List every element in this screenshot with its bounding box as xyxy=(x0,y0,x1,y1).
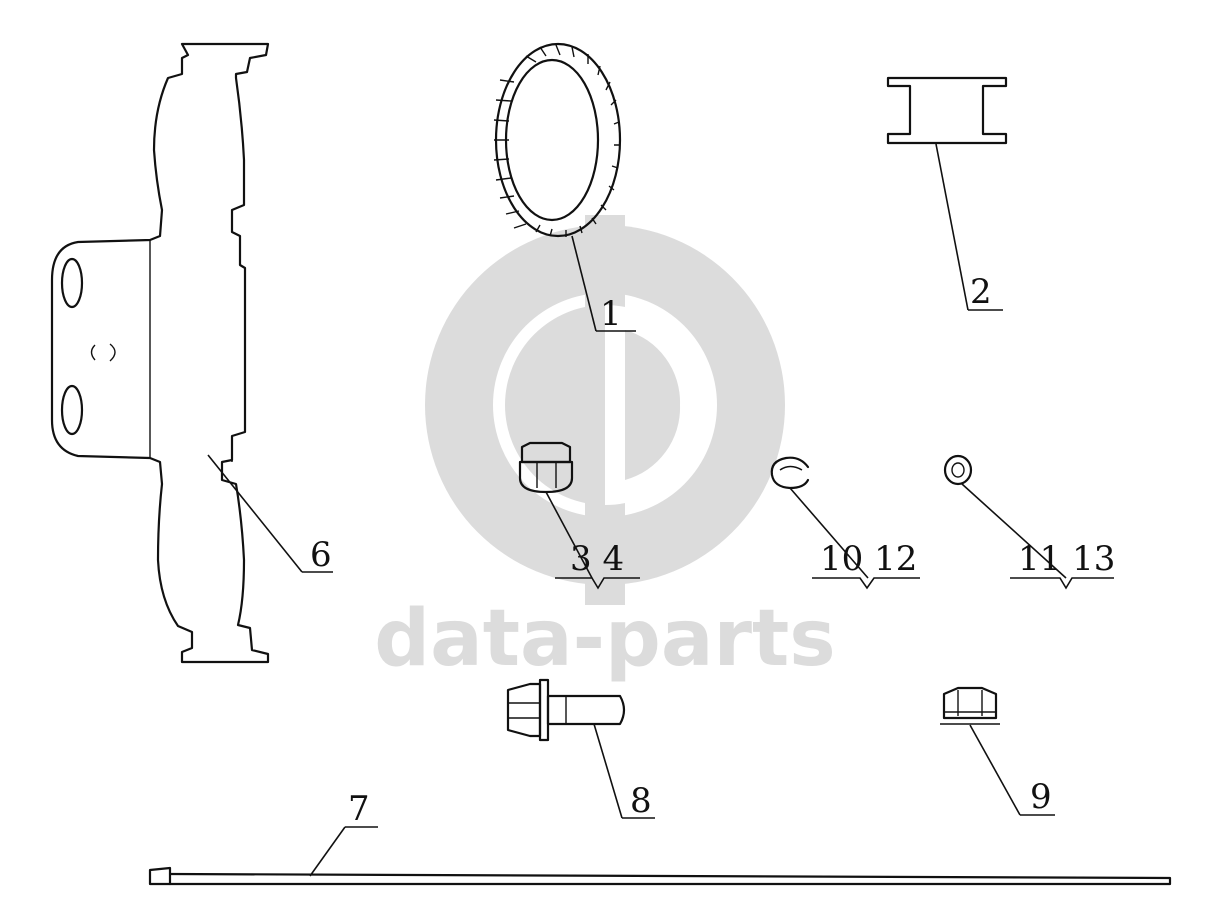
bracket-plate-icon xyxy=(50,42,270,664)
callout-10-12: 10 12 xyxy=(820,539,917,579)
cable-tie-icon: 7 xyxy=(148,789,1172,886)
spacer-sleeve-icon: 2 xyxy=(886,76,1008,312)
callout-11-13: 11 13 xyxy=(1018,539,1115,579)
tone-ring-icon: 1 xyxy=(493,42,636,334)
callout-2: 2 xyxy=(970,272,992,312)
watermark-text: data-parts xyxy=(374,594,835,684)
washer-icon: 11 13 xyxy=(943,454,1115,590)
callout-1: 1 xyxy=(600,294,622,334)
dp-logo-icon xyxy=(425,215,785,605)
callout-9: 9 xyxy=(1030,777,1052,817)
flange-nut-icon: 3 4 xyxy=(518,441,640,590)
hex-nut-icon: 9 xyxy=(940,686,1055,817)
callout-6-group: 6 xyxy=(207,454,333,575)
callout-6: 6 xyxy=(310,535,332,575)
callout-3-4: 3 4 xyxy=(570,539,624,579)
callout-8: 8 xyxy=(630,781,652,821)
spring-clip-icon: 10 12 xyxy=(770,456,920,590)
flange-bolt-icon: 8 xyxy=(506,678,655,821)
watermark: data-parts xyxy=(374,215,836,684)
callout-7: 7 xyxy=(348,789,370,829)
